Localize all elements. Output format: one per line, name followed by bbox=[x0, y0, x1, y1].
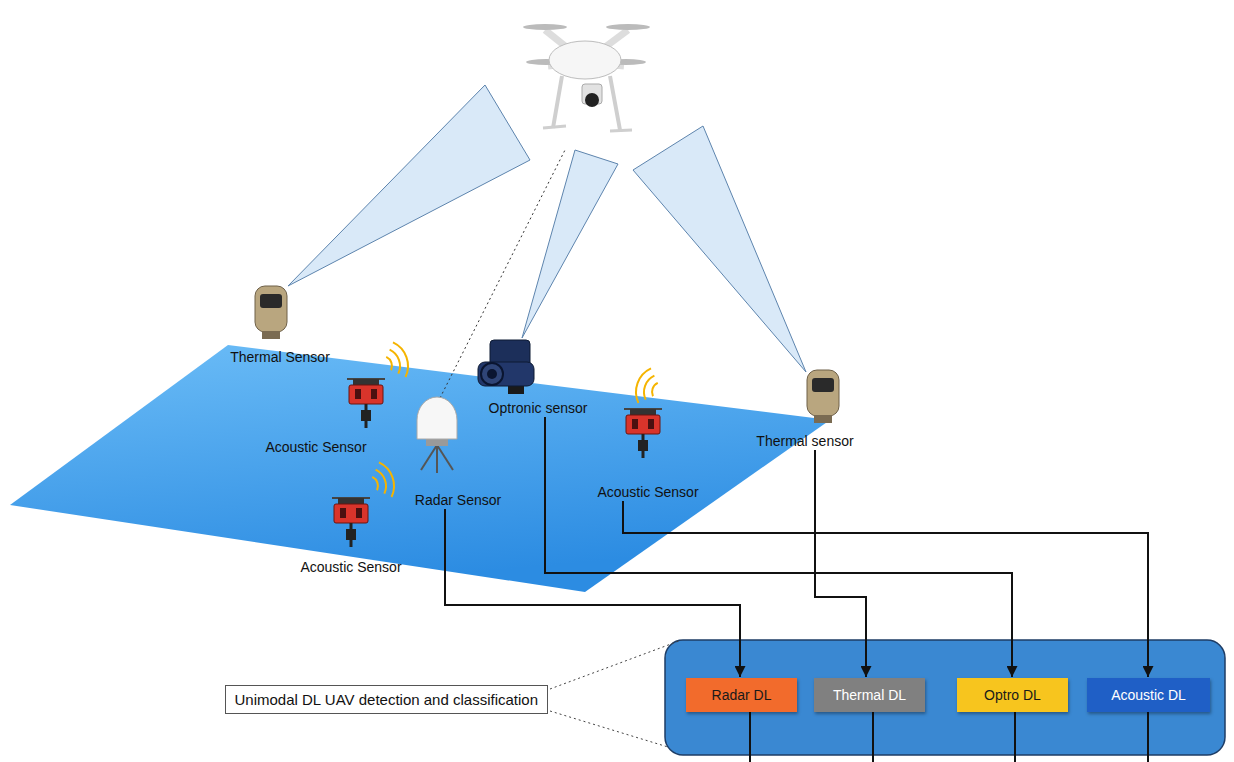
sensor-cone bbox=[633, 126, 806, 372]
sensor-node: Thermal sensor bbox=[753, 433, 857, 449]
sensor-cone bbox=[288, 85, 530, 286]
callout-text: Unimodal DL UAV detection and classifica… bbox=[235, 691, 539, 708]
output-line bbox=[1147, 712, 1149, 762]
sensor-label: Thermal sensor bbox=[756, 433, 853, 449]
acoustic-array bbox=[332, 498, 370, 547]
optronic-body bbox=[478, 362, 534, 386]
dl-box: Optro DL bbox=[957, 678, 1068, 712]
radar-beam bbox=[440, 148, 566, 398]
sensor-label: Thermal Sensor bbox=[230, 349, 330, 365]
drone-body bbox=[549, 41, 621, 79]
sensor-label: Acoustic Sensor bbox=[265, 439, 366, 455]
sensor-label: Acoustic Sensor bbox=[597, 484, 698, 500]
radar-leg bbox=[421, 445, 437, 470]
optronic-unit bbox=[478, 340, 534, 394]
drone-legs bbox=[553, 76, 620, 130]
drone-propeller bbox=[523, 24, 567, 30]
sensor-cone bbox=[522, 150, 618, 338]
dl-box: Acoustic DL bbox=[1087, 678, 1210, 712]
leader-line bbox=[550, 641, 679, 689]
drone-skids bbox=[543, 126, 632, 131]
dl-label: Acoustic DL bbox=[1111, 687, 1186, 703]
drone-camera bbox=[585, 93, 599, 107]
thermal-camera bbox=[807, 370, 839, 423]
sensor-node: Optronic sensor bbox=[486, 400, 591, 416]
sound-wave bbox=[390, 350, 400, 374]
radar-leg bbox=[437, 445, 453, 470]
sound-wave bbox=[652, 383, 658, 396]
sound-wave bbox=[644, 376, 654, 400]
sensor-label: Acoustic Sensor bbox=[300, 559, 401, 575]
sensor-node: Acoustic Sensor bbox=[594, 484, 702, 500]
sound-wave bbox=[636, 368, 651, 403]
ground-plane bbox=[10, 345, 830, 592]
dl-panel-box: Unimodal DL UAV detection and classifica… bbox=[665, 640, 1225, 755]
leader-line bbox=[550, 711, 668, 747]
optronic-lens bbox=[481, 363, 503, 385]
sound-wave bbox=[386, 357, 392, 370]
connector bbox=[815, 450, 866, 677]
sensor-label: Optronic sensor bbox=[489, 400, 588, 416]
output-line bbox=[872, 712, 874, 762]
connector bbox=[545, 417, 1012, 677]
connector bbox=[623, 501, 1148, 677]
sensor-node: Acoustic Sensor bbox=[262, 439, 370, 455]
sensor-node: Thermal Sensor bbox=[227, 349, 333, 365]
dl-label: Thermal DL bbox=[833, 687, 906, 703]
radar-leg bbox=[436, 445, 438, 473]
sensor-node: Acoustic Sensor bbox=[297, 559, 405, 575]
radar-unit bbox=[417, 397, 457, 473]
sound-wave bbox=[393, 342, 408, 377]
output-line bbox=[1014, 712, 1016, 762]
sound-wave bbox=[376, 470, 386, 494]
acoustic-array bbox=[624, 409, 662, 458]
sensor-label: Radar Sensor bbox=[415, 492, 501, 508]
callout-box: Unimodal DL UAV detection and classifica… bbox=[225, 685, 549, 714]
connector bbox=[445, 509, 740, 677]
drone-propeller bbox=[606, 24, 650, 30]
dl-box: Thermal DL bbox=[814, 678, 925, 712]
sound-wave bbox=[372, 477, 378, 490]
drone bbox=[523, 24, 650, 131]
thermal-camera bbox=[255, 286, 287, 339]
acoustic-array bbox=[347, 379, 385, 428]
output-line bbox=[749, 712, 751, 762]
dl-box: Radar DL bbox=[686, 678, 797, 712]
dl-label: Optro DL bbox=[984, 687, 1041, 703]
sensor-node: Radar Sensor bbox=[412, 492, 505, 508]
sound-wave bbox=[379, 462, 394, 497]
radar-dome bbox=[417, 397, 457, 439]
optronic-lens-core bbox=[487, 369, 497, 379]
dl-label: Radar DL bbox=[712, 687, 772, 703]
